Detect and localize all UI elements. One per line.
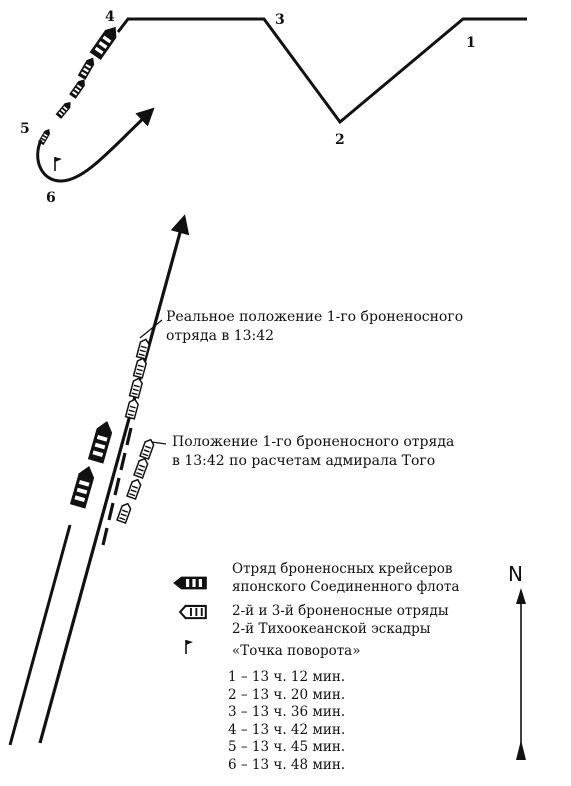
north-arrow-base xyxy=(516,740,526,760)
japanese-ship xyxy=(89,22,122,61)
japanese-ship xyxy=(77,55,97,80)
legend-japanese-line2: японского Соединенного флота xyxy=(232,579,460,595)
legend-japanese-label: Отряд броненосных крейсеров японского Со… xyxy=(232,560,459,596)
russian-ship xyxy=(139,437,156,460)
annotation-togo-line1: Положение 1-го броненосного отряда xyxy=(172,434,455,450)
annotation-real-line2: отряда в 13:42 xyxy=(166,328,275,344)
russian-large-ship xyxy=(69,463,97,509)
togo-estimate-column xyxy=(116,437,156,524)
legend-japanese-line1: Отряд броненосных крейсеров xyxy=(232,561,453,577)
turn-loop-track xyxy=(36,107,155,183)
russian-second-column xyxy=(8,524,72,746)
annotation-togo-line2: в 13:42 по расчетам адмирала Того xyxy=(172,453,436,469)
north-label: N xyxy=(508,562,523,586)
leader-real xyxy=(139,319,163,339)
legend-russian-line1: 2-й и 3-й броненосные отряды xyxy=(232,603,449,619)
point-label-6: 6 xyxy=(46,190,56,206)
turn-point-flag-map xyxy=(54,156,63,172)
russian-ship xyxy=(124,397,140,420)
japanese-ship xyxy=(55,99,74,119)
time-list: 1 – 13 ч. 12 мин. 2 – 13 ч. 20 мин. 3 – … xyxy=(228,669,345,774)
time-entry-3: 3 – 13 ч. 36 мин. xyxy=(228,704,346,720)
russian-ship xyxy=(133,456,150,479)
time-entry-5: 5 – 13 ч. 45 мин. xyxy=(228,739,346,755)
point-label-1: 1 xyxy=(466,35,476,51)
time-entry-6: 6 – 13 ч. 48 мин. xyxy=(228,756,346,773)
time-entry-4: 4 – 13 ч. 42 мин. xyxy=(228,721,346,738)
legend-turn-point-label: «Точка поворота» xyxy=(232,643,361,659)
legend-russian-line2: 2-й Тихоокеанской эскадры xyxy=(232,621,431,637)
russian-course-arrow xyxy=(38,214,190,744)
russian-large-ship xyxy=(87,418,115,464)
legend-japanese-symbol xyxy=(173,576,207,590)
japanese-column xyxy=(38,22,122,146)
point-label-2: 2 xyxy=(335,132,345,148)
russian-real-column xyxy=(124,337,151,420)
leader-togo xyxy=(151,441,167,445)
russian-ship xyxy=(128,376,144,399)
russian-ship xyxy=(135,337,151,360)
annotation-togo-position: Положение 1-го броненосного отряда в 13:… xyxy=(172,433,454,471)
legend-russian-label: 2-й и 3-й броненосные отряды 2-й Тихооке… xyxy=(232,602,449,638)
time-entry-2: 2 – 13 ч. 20 мин. xyxy=(228,686,346,703)
japanese-ship xyxy=(69,77,88,99)
japanese-track xyxy=(116,17,527,125)
north-arrow-head xyxy=(516,588,526,604)
russian-ship xyxy=(116,501,133,524)
legend-flag-symbol xyxy=(185,639,194,655)
point-label-5: 5 xyxy=(20,121,30,137)
legend-russian-symbol xyxy=(179,604,207,620)
annotation-real-line1: Реальное положение 1-го броненосного xyxy=(166,309,464,325)
point-label-3: 3 xyxy=(275,12,285,28)
togo-estimate-dashed xyxy=(101,427,133,546)
annotation-real-position: Реальное положение 1-го броненосного отр… xyxy=(166,308,463,346)
time-entry-1: 1 – 13 ч. 12 мин. xyxy=(228,669,346,685)
point-label-4: 4 xyxy=(105,9,115,25)
russian-ship xyxy=(126,477,143,500)
